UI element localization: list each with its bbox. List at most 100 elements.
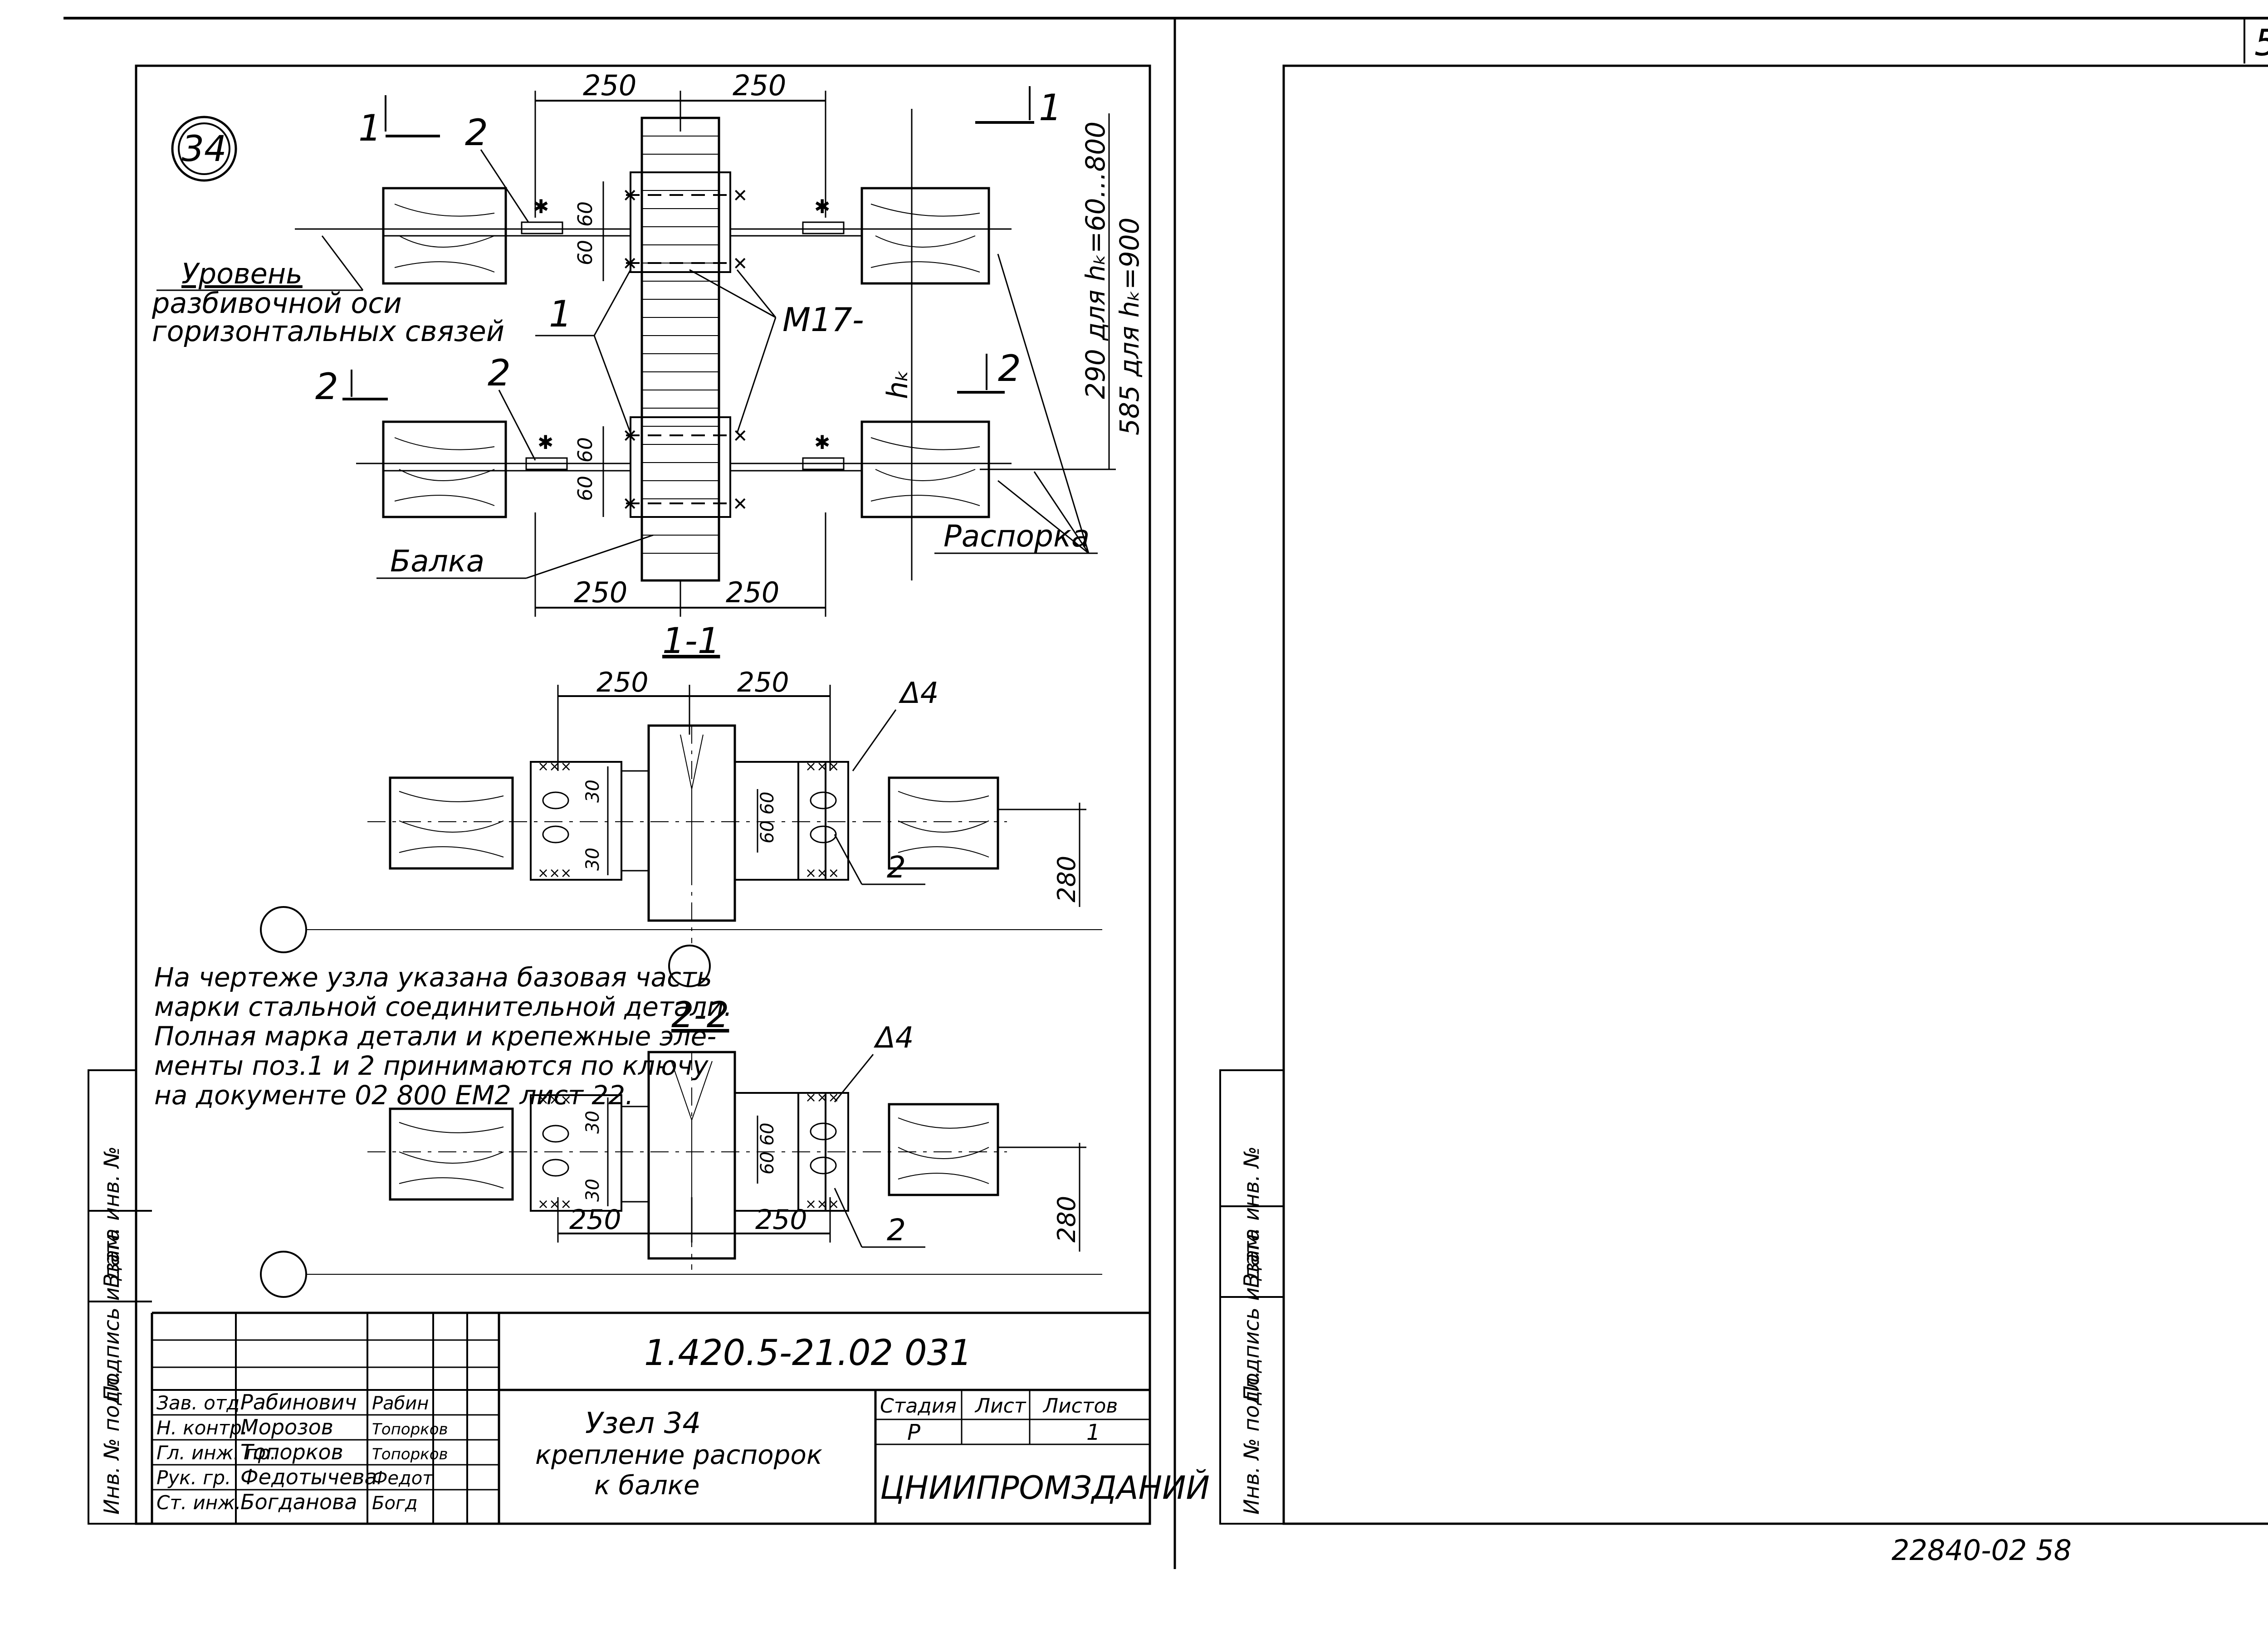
sign-2: Топорков [372, 1420, 448, 1438]
dim-60-a: 60 [574, 201, 597, 227]
name-3: Топорков [240, 1440, 343, 1464]
s22-weld: Δ4 [873, 1021, 914, 1055]
left-side-stamp [88, 1069, 137, 1525]
beam-column [640, 117, 720, 582]
svg-text:✕: ✕ [622, 185, 638, 206]
level-label-3: горизонтальных связей [152, 315, 504, 348]
title-line-2: крепление распорок [535, 1439, 822, 1470]
page-number: 57 [2254, 22, 2268, 64]
dim-bottom-right: 250 [726, 576, 779, 609]
section-mark-1-left: 1 [358, 107, 381, 149]
svg-text:×××: ××× [538, 1196, 572, 1212]
pos-2-upper: 2 [465, 112, 488, 154]
org-name: ЦНИИПРОМЗДАНИЙ [880, 1469, 1210, 1506]
sign-4: Федот [372, 1468, 434, 1489]
left-sheet-frame [135, 64, 1151, 1525]
r-stamp-replace-inv: Взам. инв. № [1239, 1146, 1264, 1288]
section-mark-1-right: 1 [1039, 87, 1062, 129]
r-stamp-signature-date: Подпись и дата [1239, 1228, 1264, 1401]
title-line-1: Узел 34 [585, 1407, 701, 1440]
s11-pos-2: 2 [887, 850, 906, 885]
bolt-label: M17- [782, 301, 864, 339]
s22-pos-2: 2 [887, 1213, 906, 1248]
svg-text:✕: ✕ [733, 426, 748, 447]
title-block [151, 1311, 1150, 1524]
stage-header: Стадия [880, 1394, 957, 1418]
s22-dim-left: 250 [569, 1204, 621, 1236]
stamp-signature-date: Подпись и дата [99, 1228, 124, 1401]
sign-5: Богд [372, 1493, 418, 1514]
strut-lower-left [382, 420, 507, 518]
note-line-4: менты поз.1 и 2 принимаются по ключу [154, 1050, 709, 1081]
s11-dim-left: 250 [596, 667, 649, 698]
dim-top-right: 250 [733, 69, 786, 102]
plate-upper [630, 171, 731, 273]
s11-dim-60-60: 60 60 [757, 791, 778, 843]
note-line-1: На чертеже узла указана базовая часть [154, 962, 712, 993]
callout-circle-2 [668, 945, 711, 987]
name-2: Морозов [240, 1415, 333, 1439]
s11-dim-280: 280 [1052, 856, 1081, 902]
stamp-inv-no: Инв. № подл. [99, 1371, 124, 1515]
role-1: Зав. отд. [156, 1392, 246, 1414]
svg-text:×××: ××× [805, 865, 839, 881]
svg-text:×××: ××× [538, 865, 572, 881]
svg-text:✱: ✱ [538, 431, 553, 453]
footer-code: 22840-02 58 [1892, 1534, 2072, 1567]
sheet-header: Лист [974, 1394, 1026, 1418]
dim-60-b: 60 [574, 240, 597, 265]
s11-weld: Δ4 [898, 677, 939, 710]
callout-circle-1 [260, 906, 307, 953]
s11-dim-right: 250 [737, 667, 789, 698]
s22-dim-right: 250 [755, 1204, 807, 1236]
sign-1: Рабин [372, 1393, 429, 1414]
pos-2-lower: 2 [488, 352, 511, 394]
node-circle-inner [178, 122, 230, 175]
role-4: Рук. гр. [156, 1467, 231, 1489]
s11-plate-right [734, 761, 826, 881]
s22-dim-60-60: 60 60 [757, 1122, 778, 1175]
svg-text:×××: ××× [805, 1196, 839, 1212]
stage-value: Р [907, 1420, 920, 1445]
svg-text:×××: ××× [538, 759, 572, 775]
doc-code: 1.420.5-21.02 031 [644, 1333, 972, 1374]
role-5: Ст. инж. [156, 1492, 241, 1514]
dim-heights-line2: 585 для hₖ=900 [1114, 218, 1145, 435]
s11-strut-left [389, 776, 514, 870]
svg-text:×××: ××× [805, 759, 839, 775]
svg-text:✕: ✕ [622, 494, 638, 515]
section-1-1-title: 1-1 [662, 621, 720, 662]
plate-lower [630, 416, 731, 518]
level-label-1: Уровень [181, 257, 303, 290]
dim-60-d: 60 [574, 476, 597, 501]
callout-circle-3 [260, 1251, 307, 1298]
s22-dim-280: 280 [1052, 1196, 1081, 1243]
r-stamp-inv-no: Инв. № подл. [1239, 1371, 1264, 1515]
beam-label: Балка [390, 544, 484, 579]
name-5: Богданова [240, 1490, 357, 1514]
node-circle-outer [171, 116, 237, 182]
hk-label: hₖ [881, 369, 914, 399]
role-2: Н. контр. [156, 1417, 248, 1439]
role-3: Гл. инж. пр. [156, 1442, 276, 1464]
section-mark-2-left: 2 [315, 366, 338, 408]
dim-heights-line1: 290 для hₖ=60…800 [1080, 122, 1111, 399]
dim-bottom-left: 250 [574, 576, 627, 609]
name-4: Федотычева [240, 1465, 377, 1489]
svg-text:✕: ✕ [733, 253, 748, 274]
s11-dim-30-b: 30 [582, 848, 603, 871]
svg-text:✕: ✕ [733, 185, 748, 206]
s22-strut-right [888, 1103, 999, 1196]
s22-strut-left [389, 1107, 514, 1201]
svg-text:×××: ××× [805, 1090, 839, 1106]
pos-1-label: 1 [549, 293, 572, 335]
node-number: 34 [181, 129, 226, 170]
name-1: Рабинович [240, 1390, 357, 1414]
svg-text:✱: ✱ [814, 195, 830, 218]
s11-strut-right [888, 776, 999, 870]
svg-text:✱: ✱ [533, 195, 549, 218]
section-mark-2-right: 2 [998, 347, 1021, 390]
dim-top-left: 250 [583, 69, 636, 102]
note-line-2: марки стальной соединительной детали. [154, 991, 732, 1022]
